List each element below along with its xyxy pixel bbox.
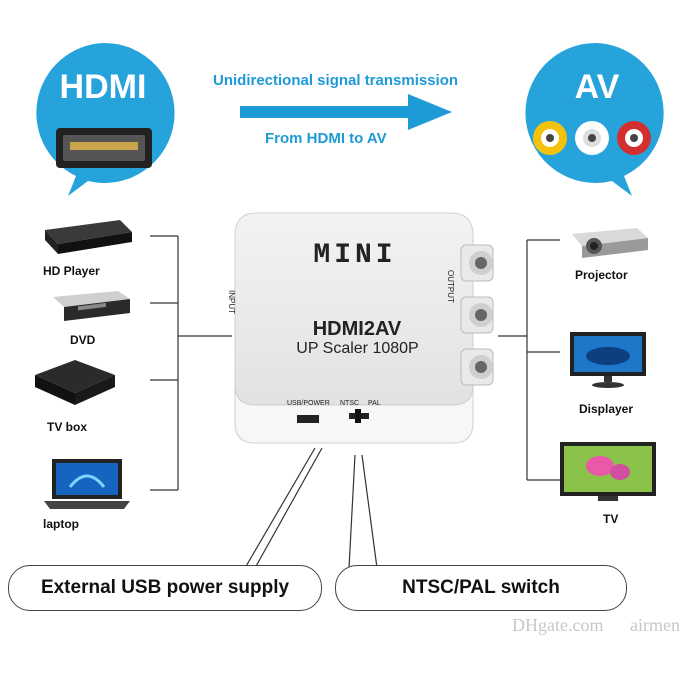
dvd-player-icon bbox=[53, 291, 130, 321]
signal-bottom-text: From HDMI to AV bbox=[265, 130, 387, 147]
signal-top-text: Unidirectional signal transmission bbox=[213, 72, 459, 89]
speech-bubble-shape bbox=[36, 42, 175, 196]
av-bubble: AV bbox=[522, 38, 672, 198]
laptop-icon bbox=[44, 459, 130, 509]
callout-ntsc-pal-switch: NTSC/PAL switch bbox=[335, 565, 627, 611]
usb-port-icon bbox=[297, 415, 319, 423]
input-label-laptop: laptop bbox=[43, 517, 79, 531]
input-label-tv-box: TV box bbox=[47, 420, 88, 434]
adapter-ntsc-label: NTSC bbox=[340, 400, 360, 407]
input-label-dvd: DVD bbox=[70, 333, 96, 347]
tv-box-icon bbox=[35, 360, 115, 405]
av-label: AV bbox=[574, 68, 620, 106]
watermark-logo: DHgate.com bbox=[512, 615, 604, 635]
right-arrow-icon bbox=[240, 94, 452, 130]
adapter-subtitle: UP Scaler 1080P bbox=[296, 340, 419, 357]
ntsc-pal-switch-icon bbox=[349, 409, 369, 423]
hdmi-bubble: HDMI bbox=[28, 38, 178, 198]
tv-icon bbox=[560, 442, 656, 501]
adapter-output-label: OUTPUT bbox=[446, 270, 455, 303]
speech-bubble-shape bbox=[525, 42, 664, 196]
input-label-hd-player: HD Player bbox=[43, 264, 100, 278]
adapter-model: HDMI2AV bbox=[312, 318, 402, 340]
hdmi-label: HDMI bbox=[59, 68, 147, 106]
adapter-usb-label: USB/POWER bbox=[287, 400, 330, 407]
adapter-brand: MINI bbox=[313, 240, 397, 271]
monitor-icon bbox=[570, 332, 646, 388]
projector-icon bbox=[572, 228, 648, 258]
callout-usb-power: External USB power supply bbox=[8, 565, 322, 611]
output-label-projector: Projector bbox=[575, 268, 628, 282]
watermark-seller: airmen bbox=[630, 615, 680, 635]
adapter-pal-label: PAL bbox=[368, 400, 381, 407]
output-label-displayer: Displayer bbox=[579, 402, 634, 416]
hd-player-icon bbox=[45, 220, 132, 254]
output-label-tv: TV bbox=[603, 512, 619, 526]
adapter-input-label: INPUT bbox=[227, 290, 236, 314]
adapter-body bbox=[234, 212, 494, 444]
